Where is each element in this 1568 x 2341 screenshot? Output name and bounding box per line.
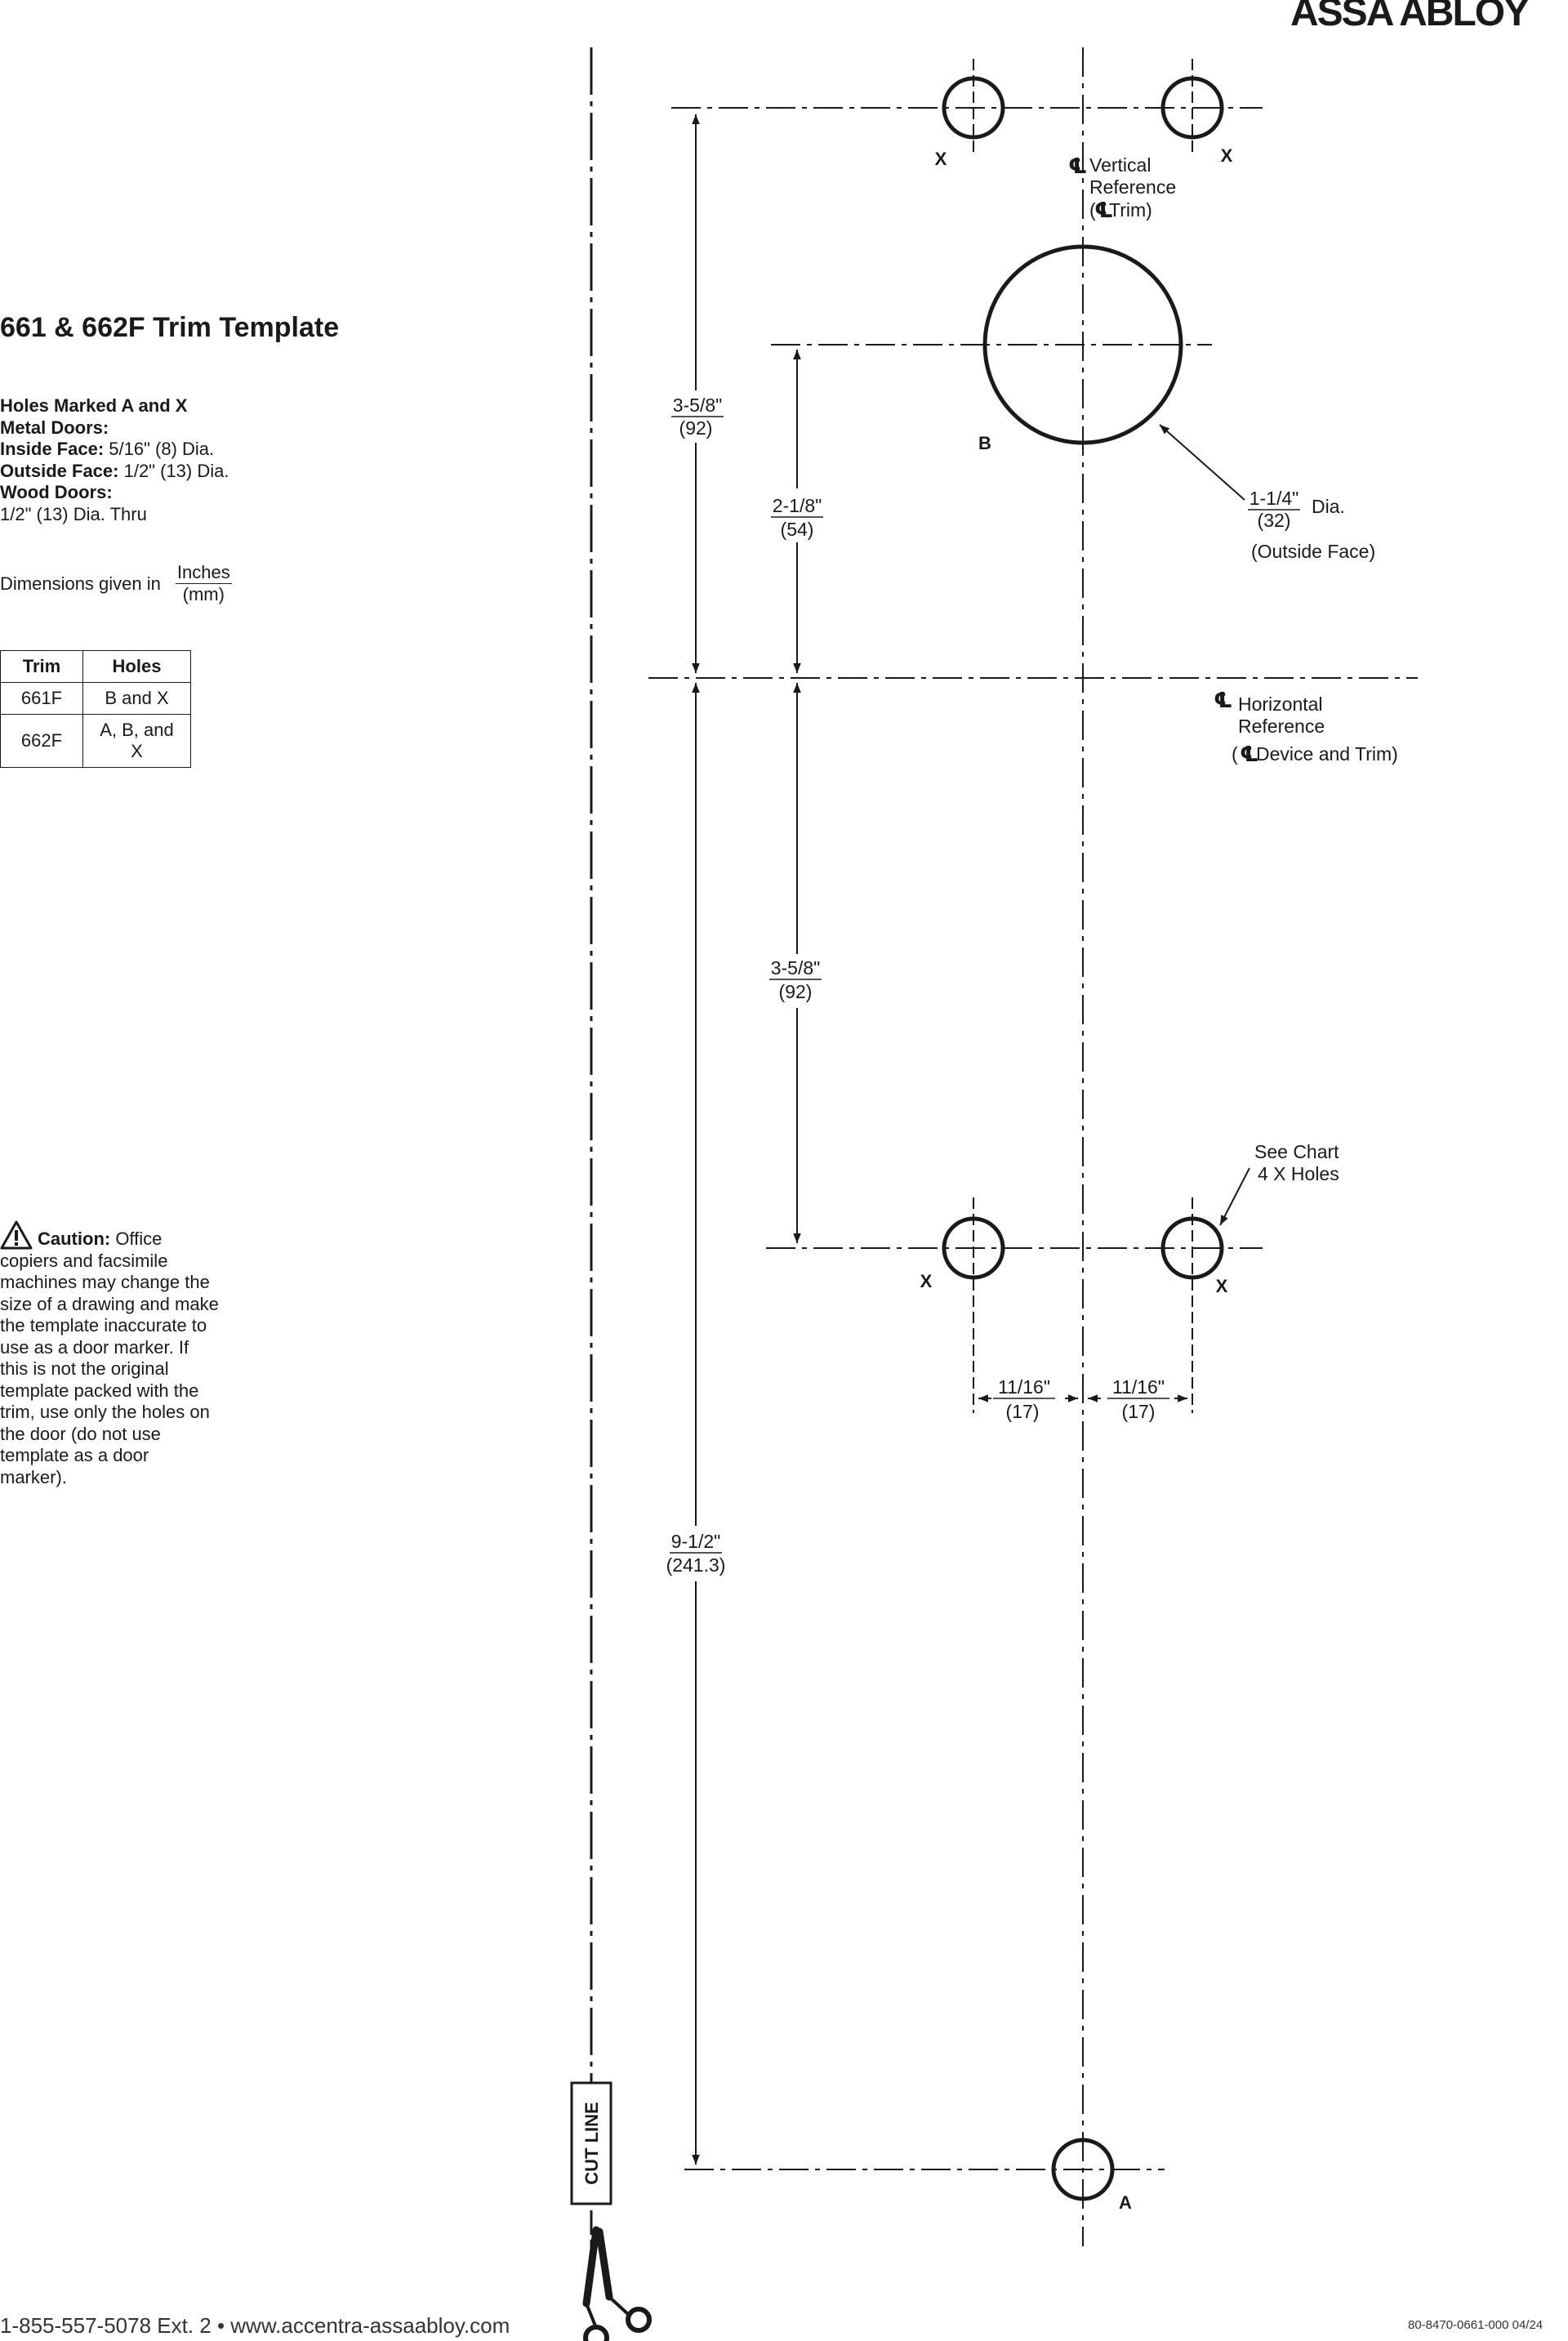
see-chart-line1: See Chart — [1254, 1141, 1339, 1162]
label-x-low-right: X — [1216, 1276, 1228, 1296]
warning-icon — [0, 1220, 33, 1250]
label-b: B — [978, 433, 991, 453]
footer-doc-number: 80-8470-0661-000 04/24 — [1408, 2318, 1544, 2332]
metal-doors-label: Metal Doors: — [0, 417, 109, 438]
page-title: 661 & 662F Trim Template — [0, 312, 340, 343]
vertical-reference-line1: Vertical — [1089, 154, 1151, 176]
wood-doors-label: Wood Doors: — [0, 482, 113, 502]
horizontal-reference-line3-open: ( — [1232, 743, 1238, 765]
table-cell-trim: 662F — [0, 714, 83, 768]
caution-note: Caution: Office copiers and facsimile ma… — [0, 1220, 220, 1488]
table-cell-holes: B and X — [82, 682, 191, 715]
see-chart-leader — [1219, 1167, 1250, 1226]
horizontal-reference-cl-symbol: ℄ — [1214, 688, 1232, 712]
dim-top-in: 3-5/8" — [673, 395, 723, 416]
vertical-reference-line2: Reference — [1089, 176, 1176, 198]
inside-face-line: Inside Face: 5/16" (8) Dia. — [0, 439, 229, 461]
table-header-row: Trim Holes — [0, 650, 191, 683]
dim-a-mm: (241.3) — [666, 1554, 726, 1576]
vertical-reference-line3: Trim) — [1109, 199, 1152, 221]
dim-b-in: 2-1/8" — [773, 495, 822, 516]
label-x-top-left: X — [935, 149, 947, 169]
hole-x-low-right — [1160, 1216, 1224, 1280]
dim-xoff-right-in: 11/16" — [1112, 1376, 1165, 1398]
dim-lowx-in: 3-5/8" — [771, 957, 821, 979]
caution-text: Office copiers and facsimile machines ma… — [0, 1228, 219, 1487]
dim-a-in: 9-1/2" — [671, 1531, 721, 1552]
b-diameter-mm: (32) — [1258, 510, 1291, 531]
units-fraction: Inches (mm) — [175, 562, 232, 605]
hole-x-low-left — [942, 1216, 1005, 1280]
dim-xoff-left-mm: (17) — [1006, 1401, 1040, 1422]
dim-b-mm: (54) — [781, 519, 814, 540]
b-diameter-suffix: Dia. — [1312, 496, 1345, 517]
dim-lowx-mm: (92) — [779, 981, 813, 1002]
caution-label: Caution: — [38, 1228, 111, 1249]
dim-xoff-left-in: 11/16" — [998, 1376, 1050, 1398]
hole-chart-table: Trim Holes 661F B and X 662F A, B, and X — [0, 650, 191, 768]
vertical-reference-cl-symbol: ℄ — [1068, 154, 1087, 178]
horizontal-reference-line2: Reference — [1238, 716, 1325, 737]
hole-a — [1051, 2138, 1115, 2201]
table-cell-trim: 661F — [0, 682, 83, 715]
inside-face-label: Inside Face: — [0, 439, 105, 459]
units-numerator: Inches — [175, 562, 232, 584]
hole-b — [982, 244, 1183, 445]
table-row: 662F A, B, and X — [0, 714, 191, 768]
b-diameter-note: (Outside Face) — [1251, 541, 1375, 562]
b-diameter-in: 1-1/4" — [1250, 488, 1299, 509]
see-chart-line2: 4 X Holes — [1258, 1163, 1339, 1184]
label-x-low-left: X — [920, 1271, 933, 1291]
holes-heading: Holes Marked A and X — [0, 395, 188, 416]
label-a: A — [1119, 2192, 1132, 2213]
table-header-trim: Trim — [0, 650, 83, 683]
units-label: Dimensions given in — [0, 573, 161, 594]
scissors-icon — [582, 2226, 652, 2341]
cut-line-box — [570, 2081, 612, 2205]
horizontal-reference-cl-symbol-2: ℄ — [1240, 742, 1258, 766]
outside-face-line: Outside Face: 1/2" (13) Dia. — [0, 461, 229, 483]
label-x-top-right: X — [1221, 145, 1233, 166]
table-cell-holes: A, B, and X — [82, 714, 191, 768]
cut-line-label: CUT LINE — [581, 2102, 602, 2184]
b-diameter-leader — [1159, 424, 1245, 501]
outside-face-value: 1/2" (13) Dia. — [118, 460, 229, 481]
units-note: Dimensions given in Inches (mm) — [0, 562, 232, 605]
holes-note: Holes Marked A and X Metal Doors: Inside… — [0, 395, 229, 525]
units-denominator: (mm) — [182, 584, 225, 604]
vertical-reference-cl-symbol-2: ℄ — [1094, 198, 1113, 222]
dim-xoff-right-mm: (17) — [1122, 1401, 1156, 1422]
wood-doors-value: 1/2" (13) Dia. Thru — [0, 503, 147, 524]
footer-contact: 1-855-557-5078 Ext. 2 • www.accentra-ass… — [0, 2313, 510, 2338]
inside-face-value: 5/16" (8) Dia. — [104, 439, 215, 459]
outside-face-label: Outside Face: — [0, 460, 119, 481]
hole-x-top-right — [1160, 76, 1224, 140]
dim-top-mm: (92) — [679, 417, 713, 439]
horizontal-reference-line1: Horizontal — [1238, 693, 1323, 715]
vertical-reference-line3-open: ( — [1089, 199, 1096, 221]
brand-logo: ASSA ABLOY — [1290, 0, 1530, 34]
table-row: 661F B and X — [0, 682, 191, 715]
horizontal-reference-line3: Device and Trim) — [1256, 743, 1398, 765]
hole-x-top-left — [942, 76, 1005, 140]
